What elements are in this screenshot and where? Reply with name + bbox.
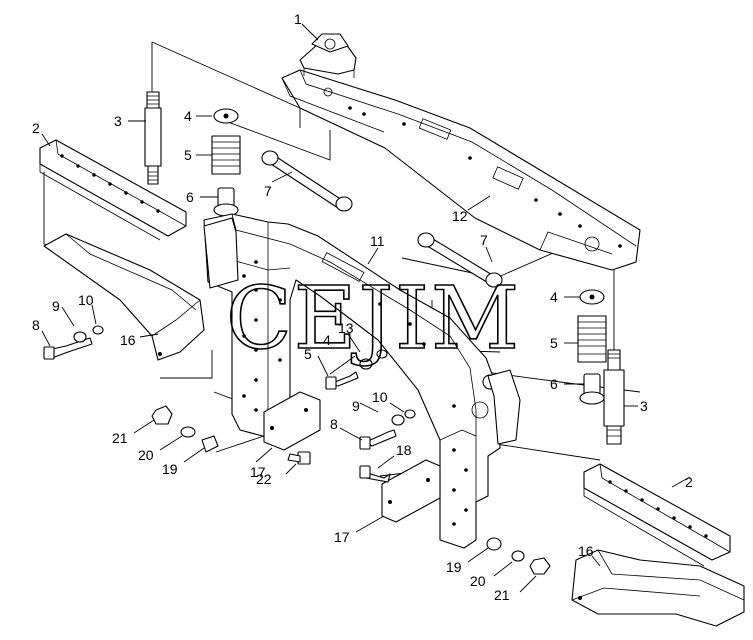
callout-17-left: 17 (250, 464, 266, 480)
callout-ticks (41, 23, 691, 593)
callout-8-right: 8 (330, 416, 338, 432)
callout-5-left: 5 (184, 147, 192, 163)
callout-10-left: 10 (78, 292, 94, 308)
fasteners (43, 325, 551, 575)
callout-20-right: 20 (470, 573, 486, 589)
callout-5-center: 5 (304, 346, 312, 362)
callout-10-right: 10 (372, 389, 388, 405)
bracket-right (583, 463, 731, 567)
bolt-plate-left (263, 391, 321, 451)
callout-18: 18 (396, 442, 412, 458)
callout-labels: 1 2 3 4 5 6 7 12 11 7 4 5 6 3 2 16 16 9 … (32, 11, 693, 603)
callout-3-left: 3 (114, 113, 122, 129)
callout-4-left: 4 (184, 108, 192, 124)
callout-2-left: 2 (32, 120, 40, 136)
callout-3-right: 3 (640, 398, 648, 414)
callout-16-right: 16 (578, 543, 594, 559)
main-frame (203, 213, 521, 549)
callout-6-right: 6 (550, 376, 558, 392)
callout-19-right: 19 (446, 559, 462, 575)
shock-absorber-right (603, 349, 625, 445)
gusset-right (571, 549, 745, 627)
callout-9-right: 9 (352, 398, 360, 414)
callout-8-left: 8 (32, 317, 40, 333)
callout-13: 13 (338, 320, 354, 336)
callout-4-right: 4 (550, 289, 558, 305)
buffer-stack-left (211, 108, 241, 217)
bolt-plate-right (381, 459, 441, 523)
callout-20-left: 20 (138, 447, 154, 463)
callout-6-left: 6 (186, 189, 194, 205)
callout-4-center: 4 (323, 332, 331, 348)
cross-member (281, 69, 641, 271)
callout-21-left: 21 (112, 430, 128, 446)
shock-absorber-left (144, 91, 162, 185)
callout-11: 11 (370, 233, 385, 249)
callout-2-right: 2 (685, 474, 693, 490)
buffer-stack-right (577, 289, 607, 405)
callout-16-left: 16 (120, 332, 136, 348)
torque-rod-right (417, 232, 503, 288)
gusset-left (43, 233, 205, 361)
callout-17-right: 17 (334, 529, 350, 545)
callout-19-left: 19 (162, 461, 178, 477)
callout-7-right: 7 (480, 232, 488, 248)
torque-rod-left (261, 150, 353, 212)
callout-22: 22 (256, 471, 272, 487)
callout-9-left: 9 (52, 298, 60, 314)
callout-21-right: 21 (494, 587, 510, 603)
callout-1: 1 (294, 11, 302, 27)
callout-7-left: 7 (264, 183, 272, 199)
top-mount (299, 33, 357, 78)
watermark-text: CEJIM (226, 269, 521, 369)
bracket-left (39, 139, 187, 241)
callout-5-right: 5 (550, 335, 558, 351)
callout-12: 12 (452, 208, 468, 224)
